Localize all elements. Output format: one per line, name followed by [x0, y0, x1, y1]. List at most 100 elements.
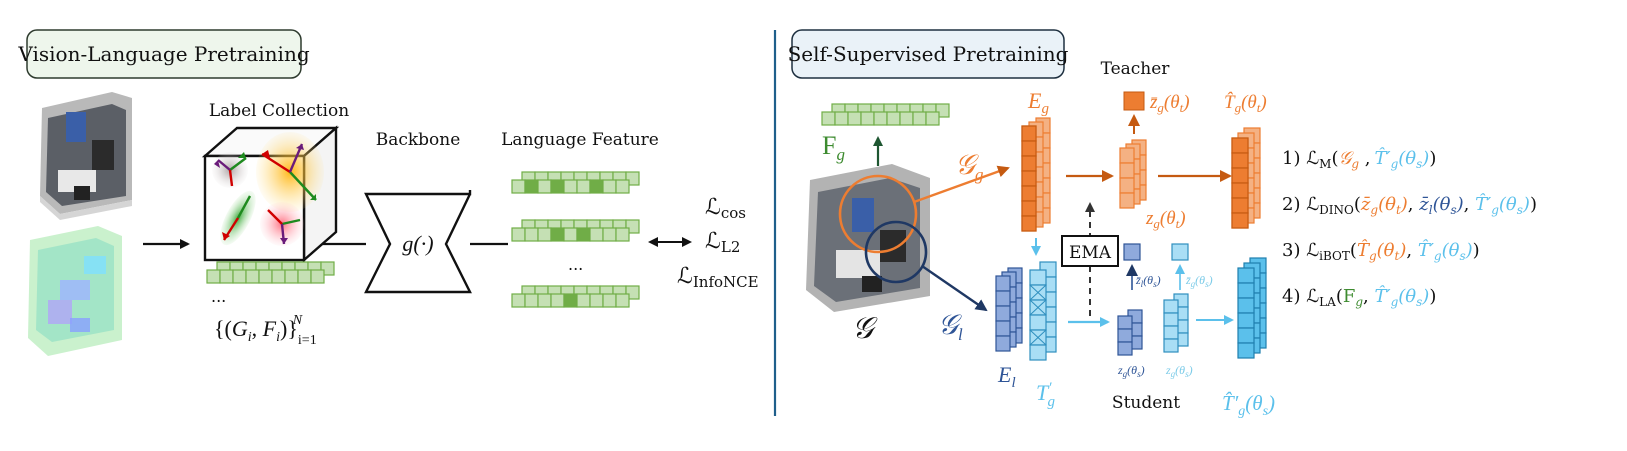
feature-cell: [271, 269, 286, 284]
token-cell: [1021, 215, 1037, 232]
feature-cell: [258, 269, 273, 284]
token-cell: [1163, 299, 1179, 314]
token-cell: [995, 275, 1011, 292]
token-cell: [995, 335, 1011, 352]
feature-cell: [860, 111, 875, 126]
token-cell: [1119, 162, 1135, 179]
g-cal-label: 𝒢: [852, 312, 878, 345]
feature-cell: [537, 293, 552, 308]
feature-cell: [576, 179, 591, 194]
loss-l2: ℒL2: [705, 229, 740, 256]
loss-infonce: ℒInfoNCE: [677, 264, 759, 291]
token-cell: [1231, 182, 1249, 199]
global-crop-circle: [838, 174, 918, 254]
zbar-l-student-label: z̄l(θs): [1135, 273, 1161, 289]
global-crop-arrow: [913, 165, 1010, 204]
g-l-label: 𝒢l: [938, 310, 963, 344]
left-title: Vision-Language Pretraining: [17, 42, 309, 66]
feature-cell: [550, 227, 565, 242]
feature-cell: [821, 111, 836, 126]
feature-cell: [576, 293, 591, 308]
feature-cell: [537, 227, 552, 242]
loss-ibot: 3) ℒiBOT(T̂g(θt), T̂′g(θs)): [1282, 239, 1480, 263]
token-cell: [1231, 212, 1249, 229]
token-cell: [1021, 155, 1037, 172]
backbone-title: Backbone: [376, 130, 461, 150]
token-cell: [1119, 147, 1135, 164]
z-g-student-dark-label: zg(θs): [1117, 363, 1145, 379]
token-cell: [995, 320, 1011, 337]
local-crop-circle: [864, 220, 928, 284]
t-prime-label: T′g: [1036, 380, 1056, 410]
feature-cell: [602, 227, 617, 242]
left-panel: Vision-Language Pretraining Label Collec…: [17, 29, 759, 356]
token-cell: [1021, 200, 1037, 217]
right-loss-list: 1) ℒM(𝒢g ,T̂′g(θs)) 2) ℒDINO(z̄g(θt), z̄…: [1282, 147, 1537, 309]
feature-cell: [563, 293, 578, 308]
feature-cell: [912, 111, 927, 126]
token-cell: [1237, 312, 1255, 329]
loss-dino: 2) ℒDINO(z̄g(θt), z̄l(θs), T̂′g(θs)): [1282, 193, 1537, 217]
token-cell: [1231, 197, 1249, 214]
token-cell: [1231, 167, 1249, 184]
student-global-head-stack: [1163, 293, 1189, 353]
local-crop-arrow: [921, 265, 988, 312]
right-scene-image: [806, 164, 930, 312]
teacher-title: Teacher: [1101, 59, 1171, 79]
fg-feature-stack: [821, 103, 950, 126]
student-title: Student: [1112, 393, 1180, 413]
feature-cell: [834, 111, 849, 126]
loss-la: 4) ℒLA(Fg, T̂′g(θs)): [1282, 285, 1436, 309]
feature-cell: [589, 293, 604, 308]
language-feature-title: Language Feature: [501, 130, 659, 150]
feature-cell: [615, 293, 630, 308]
loss-m: 1) ℒM(𝒢g ,T̂′g(θs)): [1282, 147, 1436, 171]
zbar-g-student-label: z̄g(θs): [1185, 273, 1213, 289]
feature-cell: [615, 179, 630, 194]
token-cell: [1237, 267, 1255, 284]
token-cell: [1021, 140, 1037, 157]
mask-cross: [1029, 329, 1047, 346]
ema-box: [1061, 235, 1119, 267]
feature-stack-ellipsis: ...: [568, 255, 583, 274]
token-cell: [1117, 328, 1133, 343]
feature-cell: [297, 269, 312, 284]
left-title-box: [26, 29, 302, 79]
mask-cross: [1029, 284, 1047, 301]
token-cell: [1117, 315, 1133, 330]
feature-cell: [550, 293, 565, 308]
student-token-stack: [1237, 257, 1267, 359]
feature-cell: [602, 179, 617, 194]
feature-cell: [847, 111, 862, 126]
t-hat-teacher-label: T̂g(θt): [1224, 92, 1267, 115]
zbar-g-student-box: [1171, 243, 1189, 261]
token-cell: [1117, 341, 1133, 356]
token-cell: [1237, 282, 1255, 299]
feature-cell: [524, 227, 539, 242]
feature-cell: [886, 111, 901, 126]
right-title: Self-Supervised Pretraining: [788, 42, 1069, 66]
backbone-function: g(·): [402, 231, 433, 256]
token-cell: [1029, 314, 1047, 331]
t-hat-prime-student-label: T̂′g(θs): [1222, 391, 1275, 419]
label-stack-ellipsis: ...: [211, 287, 226, 306]
ema-label: EMA: [1069, 243, 1112, 263]
token-cell: [995, 305, 1011, 322]
token-cell: [1119, 192, 1135, 209]
student-local-encoder-stack: [995, 267, 1023, 352]
feature-cell: [219, 269, 234, 284]
feature-cell: [310, 269, 325, 284]
feature-cell: [576, 227, 591, 242]
e-g-label: Eg: [1027, 88, 1049, 117]
feature-cell: [925, 111, 940, 126]
feature-cell: [563, 227, 578, 242]
feature-cell: [206, 269, 221, 284]
feature-cell: [511, 179, 526, 194]
zbar-l-student-box: [1123, 243, 1141, 261]
token-cell: [1021, 125, 1037, 142]
token-cell: [1231, 137, 1249, 154]
token-cell: [1237, 327, 1255, 344]
token-cell: [995, 290, 1011, 307]
